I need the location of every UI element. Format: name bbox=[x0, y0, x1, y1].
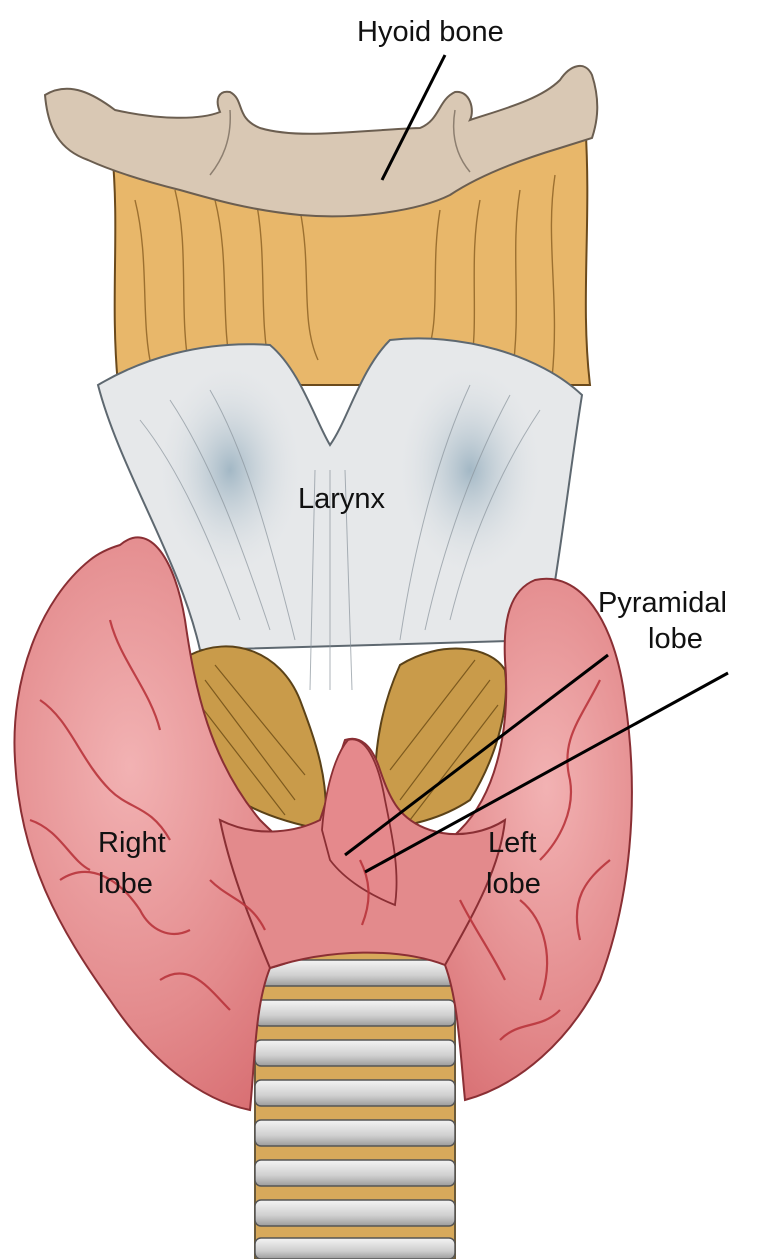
label-right-line1: Right bbox=[98, 827, 166, 859]
label-larynx: Larynx bbox=[298, 483, 386, 515]
label-right-line2: lobe bbox=[98, 868, 153, 900]
label-left-line2: lobe bbox=[486, 868, 541, 900]
label-hyoid-bone: Hyoid bone bbox=[357, 16, 504, 48]
label-left-line1: Left bbox=[488, 827, 536, 859]
label-pyramidal-line1: Pyramidal bbox=[598, 587, 727, 619]
label-pyramidal-line2: lobe bbox=[648, 623, 703, 655]
trachea bbox=[255, 945, 455, 1259]
